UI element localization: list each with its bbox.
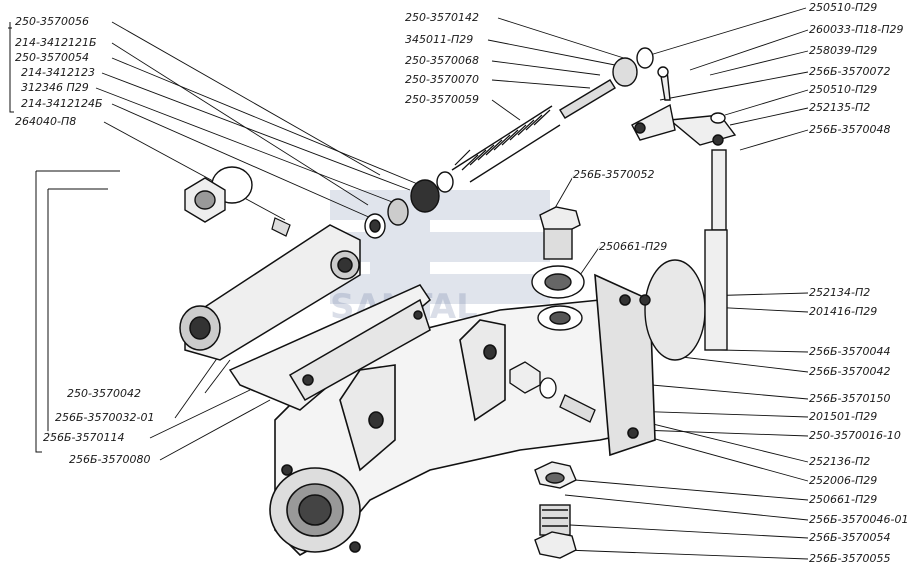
small-screw xyxy=(271,217,291,237)
label-right-3: 258039-П29 xyxy=(808,44,879,57)
label-top-5: 250-3570059 xyxy=(404,93,480,106)
label-left-1: 250-3570056 xyxy=(14,15,90,28)
lever-plate xyxy=(228,284,431,411)
label-right-1: 250510-П29 xyxy=(808,1,879,14)
label-right-7: 256Б-3570048 xyxy=(808,123,892,136)
label-right-17: 250661-П29 xyxy=(808,493,879,506)
label-right-8: 252134-П2 xyxy=(808,286,872,299)
label-top-3: 250-3570068 xyxy=(404,54,480,67)
push-rod xyxy=(559,47,654,119)
label-left-2: 214-3412121Б xyxy=(14,36,98,49)
label-right-14: 250-3570016-10 xyxy=(808,429,902,442)
label-left-8: 250-3570042 xyxy=(66,387,142,400)
label-top-4: 250-3570070 xyxy=(404,73,480,86)
label-right-2: 260033-П18-П29 xyxy=(808,23,905,36)
cover-disk xyxy=(639,259,706,361)
label-left-7: 264040-П8 xyxy=(14,115,78,128)
label-right-5: 250510-П29 xyxy=(808,83,879,96)
label-left-9: 256Б-3570032-01 xyxy=(54,411,156,424)
label-left-6: 214-3412124Б xyxy=(20,97,104,110)
label-left-5: 312346 П29 xyxy=(20,81,90,94)
label-right-20: 256Б-3570055 xyxy=(808,552,892,565)
bottom-nut-stack xyxy=(534,461,577,559)
label-inner-2: 250661-П29 xyxy=(598,240,669,253)
label-left-3: 250-3570054 xyxy=(14,51,90,64)
label-left-4: 214-3412123 xyxy=(20,66,96,79)
label-right-15: 252136-П2 xyxy=(808,455,872,468)
label-right-6: 252135-П2 xyxy=(808,101,872,114)
center-nut-stack xyxy=(531,206,585,331)
label-right-13: 201501-П29 xyxy=(808,410,879,423)
cap-nut xyxy=(184,166,253,223)
seal-rings xyxy=(364,171,454,239)
label-left-10: 256Б-3570114 xyxy=(42,431,126,444)
label-right-16: 252006-П29 xyxy=(808,474,879,487)
vertical-rod xyxy=(631,66,737,351)
label-right-19: 256Б-3570054 xyxy=(808,531,892,544)
label-left-11: 256Б-3570080 xyxy=(68,453,152,466)
label-inner-1: 256Б-3570052 xyxy=(572,168,656,181)
label-top-1: 250-3570142 xyxy=(404,11,480,24)
lower-bolt xyxy=(509,361,596,423)
label-top-2: 345011-П29 xyxy=(404,33,475,46)
label-right-18: 256Б-3570046-01 xyxy=(808,513,910,526)
cylinder xyxy=(179,224,361,361)
label-right-9: 201416-П29 xyxy=(808,305,879,318)
label-right-10: 256Б-3570044 xyxy=(808,345,892,358)
main-spring xyxy=(451,105,561,183)
label-right-4: 256Б-3570072 xyxy=(808,65,892,78)
label-right-12: 256Б-3570150 xyxy=(808,392,892,405)
label-right-11: 256Б-3570042 xyxy=(808,365,892,378)
